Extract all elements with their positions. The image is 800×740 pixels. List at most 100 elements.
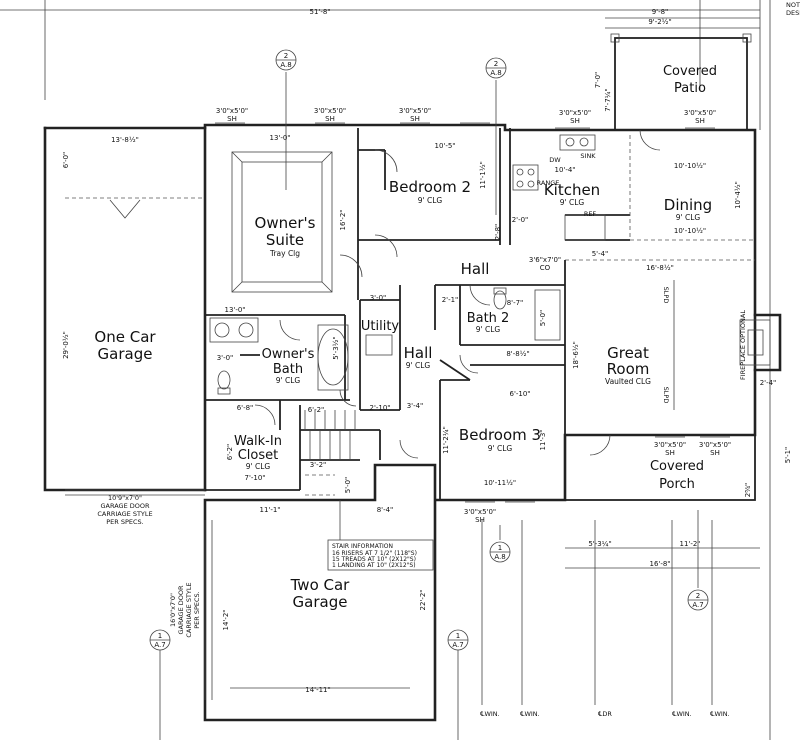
dim-great-room-depth: 18'-6½" (572, 341, 580, 369)
room-dining: Dining 9' CLG 10'-10½" 10'-10½" 10'-4½" (664, 162, 742, 235)
section-marker-1: 2 A.8 (275, 49, 297, 190)
note-design: DESIG (786, 9, 800, 17)
label-range: RANGE (537, 179, 560, 187)
dim-patio-top2: 9'-2½" (648, 18, 671, 26)
dim-closet-w: 3'-4" (407, 402, 424, 410)
label-fireplace: FIREPLACE OPTIONAL (739, 310, 747, 380)
section-6-sheet: A.7 (692, 601, 703, 609)
dim-dining-gap: 5'-4" (592, 250, 609, 258)
centerline-3: ℄DR (598, 710, 612, 718)
dim-bedroom3-depth: 11'-2¼" (442, 426, 450, 454)
room-walk-in-closet: Walk-In Closet 9' CLG 7'-10" 6'-2" (226, 434, 282, 482)
label-co: CO (540, 264, 551, 272)
section-1-sheet: A.8 (280, 61, 291, 69)
dim-sink-w: 2'-8" (494, 224, 502, 241)
dim-ob-w: 13'-0" (224, 306, 245, 314)
room-bath2-name: Bath 2 (467, 311, 510, 326)
window-sub-3: SH (410, 115, 420, 123)
room-hall-upper: Hall (461, 260, 490, 278)
room-bath2-ceiling: 9' CLG (476, 325, 501, 334)
room-great-room-line2: Room (607, 360, 650, 378)
dim-bath2-depth: 5'-0" (539, 310, 547, 327)
garage-door-note-1: 10'9"x7'0" GARAGE DOOR CARRIAGE STYLE PE… (97, 494, 152, 526)
section-2-num: 2 (494, 60, 498, 68)
misc-dimensions: 3'-0" 2'-10" 3'-4" 2'-1" 8'-8½" 5'-0" 3'… (217, 216, 609, 493)
window-label-5: 3'0"x5'0" (684, 109, 716, 117)
room-closet-ceiling: 9' CLG (246, 462, 271, 471)
dim-ob-small3: 6'-2" (308, 406, 325, 414)
room-covered-patio-line2: Patio (674, 81, 706, 96)
section-marker-3: 1 A.8 (489, 525, 511, 563)
room-two-car-garage: Two Car Garage 14'-11" 22'-2" 11'-1" 8'-… (222, 506, 427, 694)
dim-range-w: 2'-0" (512, 216, 529, 224)
dim-owners-suite-depth: 16'-2" (339, 209, 347, 230)
room-owners-suite-line1: Owner's (255, 214, 316, 232)
dim-patio-side: 7'-0" (594, 72, 602, 89)
dim-bath2-bot: 8'-8½" (506, 350, 529, 358)
window-label-8: 3'0"x5'0" (699, 441, 731, 449)
label-dw: DW (549, 156, 561, 164)
dim-ob-small2: 6'-8" (237, 404, 254, 412)
dim-bath2-width: 8'-7" (507, 299, 524, 307)
label-slope2: SLPD (662, 387, 670, 404)
section-3-num: 1 (498, 544, 502, 552)
room-owners-suite: Owner's Suite Tray Clg 13'-0" 16'-2" (255, 134, 347, 258)
window-label-6: 3'0"x5'0" (464, 508, 496, 516)
dim-porch-width: 16'-8" (649, 560, 670, 568)
room-kitchen-name: Kitchen (544, 181, 600, 199)
garage-door-note-2: 16'0"x7'0" GARAGE DOOR CARRIAGE STYLE PE… (169, 582, 201, 637)
section-4-num: 1 (158, 632, 162, 640)
note-garage1-type: GARAGE DOOR (100, 502, 150, 510)
window-label-4: 3'0"x5'0" (559, 109, 591, 117)
section-5-num: 1 (456, 632, 460, 640)
room-dining-name: Dining (664, 196, 712, 214)
section-3-sheet: A.8 (494, 553, 505, 561)
dim-co: 3'6"x7'0" (529, 256, 561, 264)
room-utility: Utility (361, 319, 400, 334)
dim-garage1-depth: 29'-0½" (62, 331, 70, 359)
label-sink: SINK (580, 152, 596, 160)
dim-porch-right: 2⁸⁄₄" (744, 483, 752, 497)
note-garage2-style: CARRIAGE STYLE (185, 582, 193, 637)
dim-porch-side: 5'-3¼" (588, 540, 611, 548)
room-kitchen-ceiling: 9' CLG (560, 198, 585, 207)
note-garage2-specs: PER SPECS. (193, 591, 201, 629)
room-bedroom3-name: Bedroom 3 (459, 426, 541, 444)
room-owners-suite-ceiling: Tray Clg (269, 249, 300, 258)
room-owners-bath-line2: Bath (273, 362, 303, 377)
section-2-sheet: A.8 (490, 69, 501, 77)
tray-ceiling (231, 151, 333, 293)
dim-bedroom3-width: 10'-11½" (484, 479, 516, 487)
window-sub-8: SH (710, 449, 720, 457)
dim-hall-w: 3'-0" (370, 294, 387, 302)
dim-closet-d: 2'-10" (369, 404, 390, 412)
room-owners-bath-line1: Owner's (262, 347, 315, 362)
covered-patio: Covered Patio 7'-0" 7'-7¼" (594, 33, 752, 131)
window-sub-2: SH (325, 115, 335, 123)
centerline-2: ℄WIN. (520, 710, 539, 718)
room-covered-porch-line1: Covered (650, 459, 704, 474)
stairs (304, 410, 356, 496)
room-utility-name: Utility (361, 319, 400, 334)
room-two-car-garage-line2: Garage (293, 593, 348, 611)
dim-closet-width: 7'-10" (244, 474, 265, 482)
covered-porch: Covered Porch 5'-3¼" 11'-2" 16'-8" 2⁸⁄₄" (564, 434, 760, 569)
label-slope1: SLPD (662, 287, 670, 304)
note-garage1-style: CARRIAGE STYLE (97, 510, 152, 518)
room-closet-line1: Walk-In (234, 434, 282, 449)
room-hall-lower: Hall 9' CLG (404, 344, 433, 370)
dim-bedroom3-right: 11'-3" (539, 429, 547, 450)
room-bedroom3-ceiling: 9' CLG (488, 444, 513, 453)
room-great-room-line1: Great (607, 344, 649, 362)
section-marker-6: 2 A.7 (687, 510, 709, 611)
dim-garage2-step: 3'-2" (310, 461, 327, 469)
note-not-to-scale: NOT TO (786, 1, 800, 9)
window-sub-7: SH (665, 449, 675, 457)
dim-porch-side2: 11'-2" (679, 540, 700, 548)
dim-garage2-left: 14'-2" (222, 609, 230, 630)
room-great-room: Great Room Vaulted CLG 16'-8½" 18'-6½" F… (572, 264, 792, 463)
dim-closet-depth: 6'-2" (226, 444, 234, 461)
dim-dining-width-bot: 10'-10½" (674, 227, 706, 235)
centerline-1: ℄WIN. (480, 710, 499, 718)
